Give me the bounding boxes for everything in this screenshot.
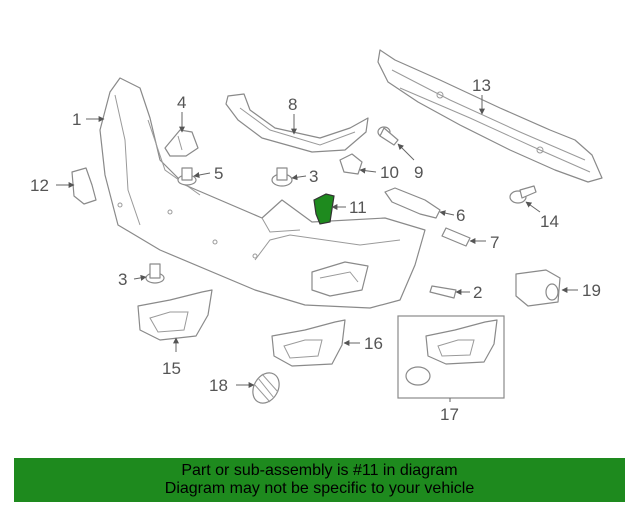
clip-part-4 xyxy=(164,129,199,157)
sensor-part-19 xyxy=(515,269,561,307)
callout-4: 4 xyxy=(177,93,186,112)
bolt-part-5 xyxy=(177,167,197,186)
callout-19: 19 xyxy=(582,281,601,300)
bolt-part-9 xyxy=(377,126,399,146)
callout-6: 6 xyxy=(456,206,465,225)
fastener-part-3-lower xyxy=(145,263,165,284)
callout-16: 16 xyxy=(364,334,383,353)
callout-13: 13 xyxy=(472,76,491,95)
banner-line-2: Diagram may not be specific to your vehi… xyxy=(164,480,475,497)
callout-3-upper: 3 xyxy=(309,167,318,186)
callout-1: 1 xyxy=(72,110,81,129)
callout-3-lower: 3 xyxy=(118,270,127,289)
callout-9: 9 xyxy=(414,163,423,182)
callout-18: 18 xyxy=(209,376,228,395)
callout-labels: 1 2 3 3 4 5 6 7 8 9 10 11 12 13 14 15 16… xyxy=(30,76,601,424)
highlighted-part-11 xyxy=(313,193,335,225)
fastener-part-3-upper xyxy=(271,167,293,187)
callout-2: 2 xyxy=(473,283,482,302)
bumper-cover xyxy=(99,77,426,309)
fog-bezel-part-16 xyxy=(271,319,346,367)
callout-14: 14 xyxy=(540,212,559,231)
banner-background xyxy=(14,458,625,502)
grille-part-18 xyxy=(252,372,280,404)
bolt-part-7 xyxy=(441,227,471,247)
callout-17: 17 xyxy=(440,405,459,424)
assembly-box-part-17 xyxy=(397,315,505,399)
callout-15: 15 xyxy=(162,359,181,378)
callout-7: 7 xyxy=(490,233,499,252)
bracket-part-8 xyxy=(225,93,369,153)
callout-10: 10 xyxy=(380,163,399,182)
info-banner: Part or sub-assembly is #11 in diagram D… xyxy=(14,458,625,502)
callout-8: 8 xyxy=(288,95,297,114)
bracket-part-12 xyxy=(71,167,97,205)
fog-bezel-part-15 xyxy=(137,289,213,341)
bolt-part-2 xyxy=(429,285,457,299)
clip-part-10 xyxy=(339,153,363,175)
bumper-reinforcement xyxy=(377,49,603,183)
banner-line-1: Part or sub-assembly is #11 in diagram xyxy=(181,462,458,479)
callout-12: 12 xyxy=(30,176,49,195)
leader-lines xyxy=(56,95,578,402)
bolt-part-14 xyxy=(509,185,537,204)
callout-5: 5 xyxy=(214,164,223,183)
callout-11: 11 xyxy=(349,198,367,217)
cover-strip-part-6 xyxy=(384,187,441,219)
